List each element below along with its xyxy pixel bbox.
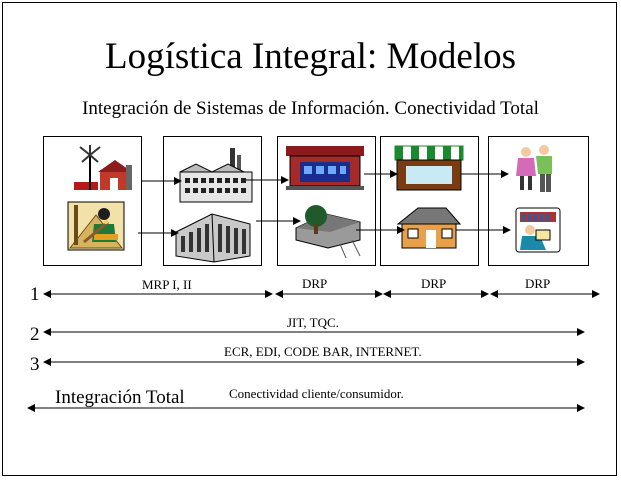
factory-icon	[179, 148, 253, 203]
row4-label: Integración Total	[55, 387, 185, 408]
row3-label: ECR, EDI, CODE BAR, INTERNET.	[224, 344, 422, 359]
row1-number: 1	[30, 284, 40, 305]
row3-number: 3	[30, 354, 40, 375]
store-icon	[286, 146, 364, 190]
warehouse-icon	[295, 205, 361, 259]
row1-label-drp-1: DRP	[302, 276, 328, 291]
row1-label-mrp: MRP I, II	[142, 277, 192, 292]
reader-icon	[515, 207, 561, 253]
slide-title: Logística Integral: Modelos	[104, 36, 516, 77]
house-icon	[396, 207, 462, 249]
office-building-icon	[175, 213, 251, 263]
row2-label: JIT, TQC.	[287, 315, 339, 330]
flow-arrows	[138, 170, 511, 237]
slide-subtitle: Integración de Sistemas de Información. …	[82, 98, 539, 119]
row1-label-drp-2: DRP	[421, 276, 447, 291]
shoppers-icon	[516, 145, 552, 192]
row2-number: 2	[30, 324, 40, 345]
awning-shop-icon	[394, 145, 464, 191]
row1-label-drp-3: DRP	[525, 276, 551, 291]
miner-icon	[67, 201, 125, 251]
farm-icon	[74, 145, 132, 190]
slide-frame	[2, 2, 617, 476]
row4-caption: Conectividad cliente/consumidor.	[229, 386, 404, 401]
